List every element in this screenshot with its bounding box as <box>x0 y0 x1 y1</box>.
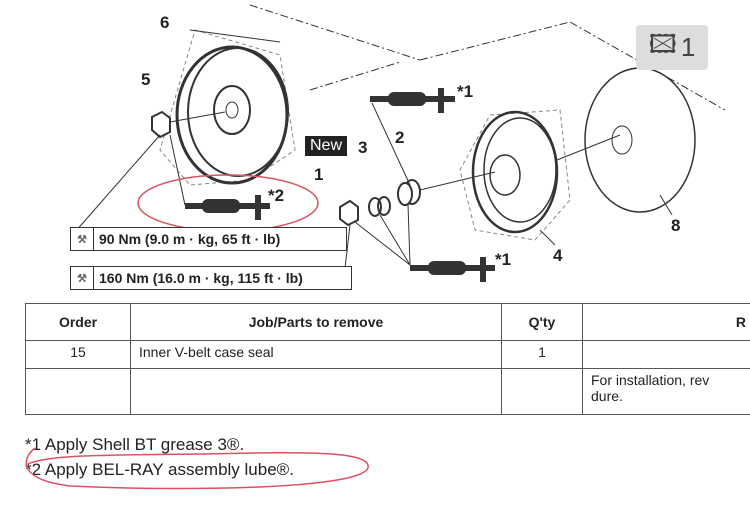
callout-1: 1 <box>314 165 324 184</box>
cell: 1 <box>501 340 583 369</box>
cell: 15 <box>25 340 131 369</box>
seal-2 <box>397 171 496 206</box>
table-row: For installation, rev dure. <box>25 368 750 415</box>
callout-4: 4 <box>553 246 563 265</box>
col-remarks: R <box>582 303 750 341</box>
col-order: Order <box>25 303 131 341</box>
cell: Inner V-belt case seal <box>130 340 502 369</box>
torque-spec-160: ⚒ 160 Nm (16.0 m · kg, 115 ft · lb) <box>70 266 352 290</box>
new-part-tag: New <box>305 136 348 156</box>
cell <box>25 368 131 415</box>
grease-note-2: *2 <box>268 186 285 205</box>
centerline <box>249 4 421 61</box>
torque-spec-90: ⚒ 90 Nm (9.0 m · kg, 65 ft · lb) <box>70 227 347 251</box>
wrench-icon: ⚒ <box>71 228 94 250</box>
cell <box>582 340 750 369</box>
callout-8: 8 <box>671 216 681 235</box>
grease-note-1: *1 <box>457 82 474 101</box>
sheave-4 <box>459 109 621 241</box>
callout-6: 6 <box>160 13 170 32</box>
cell: For installation, rev dure. <box>582 368 750 415</box>
red-annotation-oval <box>25 447 369 490</box>
images-icon: 🖾 <box>648 28 677 59</box>
cell <box>501 368 583 415</box>
wrench-icon: ⚒ <box>71 267 94 289</box>
table-row: 15 Inner V-belt case seal 1 <box>25 340 750 369</box>
cell <box>130 368 502 415</box>
grease-note-1b: *1 <box>495 250 512 269</box>
note-1: *1 Apply Shell BT grease 3®. <box>25 435 245 454</box>
note-2: *2 Apply BEL-RAY assembly lube®. <box>25 460 294 479</box>
pulley-6 <box>159 29 296 186</box>
nut-5 <box>151 110 226 139</box>
orings-3 <box>368 196 391 217</box>
table-header: Order Job/Parts to remove Q'ty R <box>25 303 750 341</box>
exploded-parts-diagram <box>74 4 726 282</box>
disc-8 <box>584 67 696 213</box>
callout-5: 5 <box>141 70 151 89</box>
col-job: Job/Parts to remove <box>130 303 502 341</box>
torque-text: 90 Nm (9.0 m · kg, 65 ft · lb) <box>99 231 281 247</box>
image-count: 1 <box>680 32 696 62</box>
callout-2: 2 <box>395 128 405 147</box>
nut-1 <box>339 199 359 227</box>
grease-tube-icons <box>185 88 495 282</box>
callout-3: 3 <box>358 138 368 157</box>
col-qty: Q'ty <box>501 303 583 341</box>
parts-table: Order Job/Parts to remove Q'ty R 15 Inne… <box>25 303 750 415</box>
image-gallery-badge[interactable]: 🖾1 <box>636 25 708 70</box>
torque-text: 160 Nm (16.0 m · kg, 115 ft · lb) <box>99 270 303 286</box>
